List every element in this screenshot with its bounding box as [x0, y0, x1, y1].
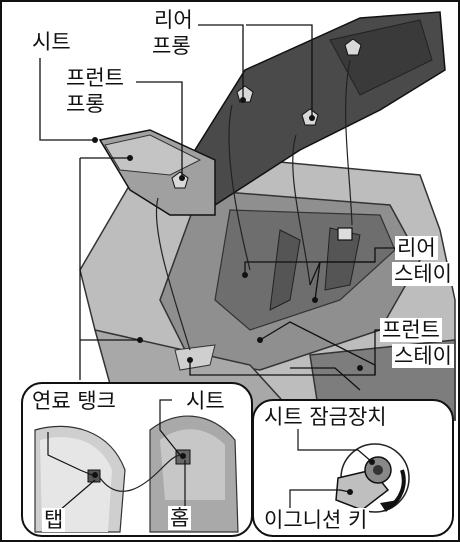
detached-seat-illustration: [98, 11, 446, 216]
rear-prong-label-line2: 프롱: [150, 34, 193, 58]
seat-label: 시트: [30, 30, 73, 54]
front-prong-label-line1: 프런트: [64, 66, 126, 90]
front-prong-label-line2: 프롱: [64, 92, 107, 116]
alignment-lines: [155, 59, 353, 351]
front-stay-label-line1: 프런트: [380, 318, 442, 342]
leader-dots: [92, 97, 363, 371]
tab-label: 탭: [42, 508, 66, 532]
groove-label: 홈: [168, 506, 192, 530]
rear-stay-label-line2: 스테이: [392, 262, 454, 286]
leader-lines: [39, 24, 395, 391]
fuel-tank-label: 연료 탱크: [30, 389, 118, 413]
ignition-key-label: 이그니션 키: [262, 508, 370, 532]
rear-stay-label-line1: 리어: [395, 236, 438, 260]
inset-seat-label: 시트: [184, 389, 227, 413]
fuel-tank-inset: [21, 382, 253, 537]
front-stay-label-line2: 스테이: [392, 344, 454, 368]
rear-prong-label-line1: 리어: [152, 8, 195, 32]
seat-lock-label: 시트 잠금장치: [262, 405, 389, 429]
seat-lock-inset: [252, 399, 454, 537]
